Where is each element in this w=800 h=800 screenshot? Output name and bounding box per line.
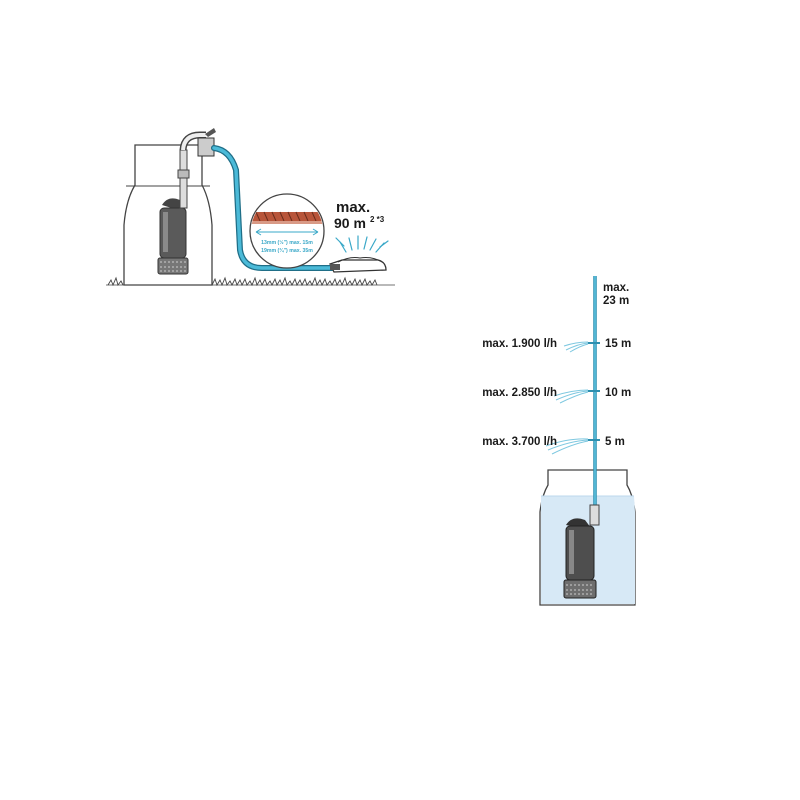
hose-note-line2: 19mm (¾") max. 35m xyxy=(261,247,313,254)
sprinkler xyxy=(329,235,389,273)
flow-label-5m: max. 3.700 l/h xyxy=(482,436,557,448)
max-height-line2: 23 m xyxy=(603,295,629,307)
height-label-5m: 5 m xyxy=(605,436,625,448)
hose-section-callout: 13mm (½") max. 15m 19mm (¾") max. 35m xyxy=(249,193,325,269)
grass xyxy=(107,276,378,287)
irrigation-scene: 13mm (½") max. 15m 19mm (¾") max. 35m ma xyxy=(106,128,395,287)
pump-left xyxy=(157,128,216,275)
flow-label-15m: max. 1.900 l/h xyxy=(482,338,557,350)
area-label-sup: 2 *3 xyxy=(370,215,385,224)
height-ticks xyxy=(588,342,600,441)
spray-5m xyxy=(545,438,589,455)
height-label-15m: 15 m xyxy=(605,338,631,350)
height-scene: max. 23 m max. 1.900 l/h 15 m max. 2.850… xyxy=(482,276,636,606)
area-label-line1: max. xyxy=(336,199,370,216)
flow-label-10m: max. 2.850 l/h xyxy=(482,387,557,399)
spray-10m xyxy=(553,389,589,404)
max-height-line1: max. xyxy=(603,282,629,294)
pump-right xyxy=(563,504,600,599)
area-label-line2: 90 m xyxy=(334,215,366,231)
hose-note-line1: 13mm (½") max. 15m xyxy=(261,239,313,246)
spray-15m xyxy=(563,341,589,353)
height-label-10m: 10 m xyxy=(605,387,631,399)
